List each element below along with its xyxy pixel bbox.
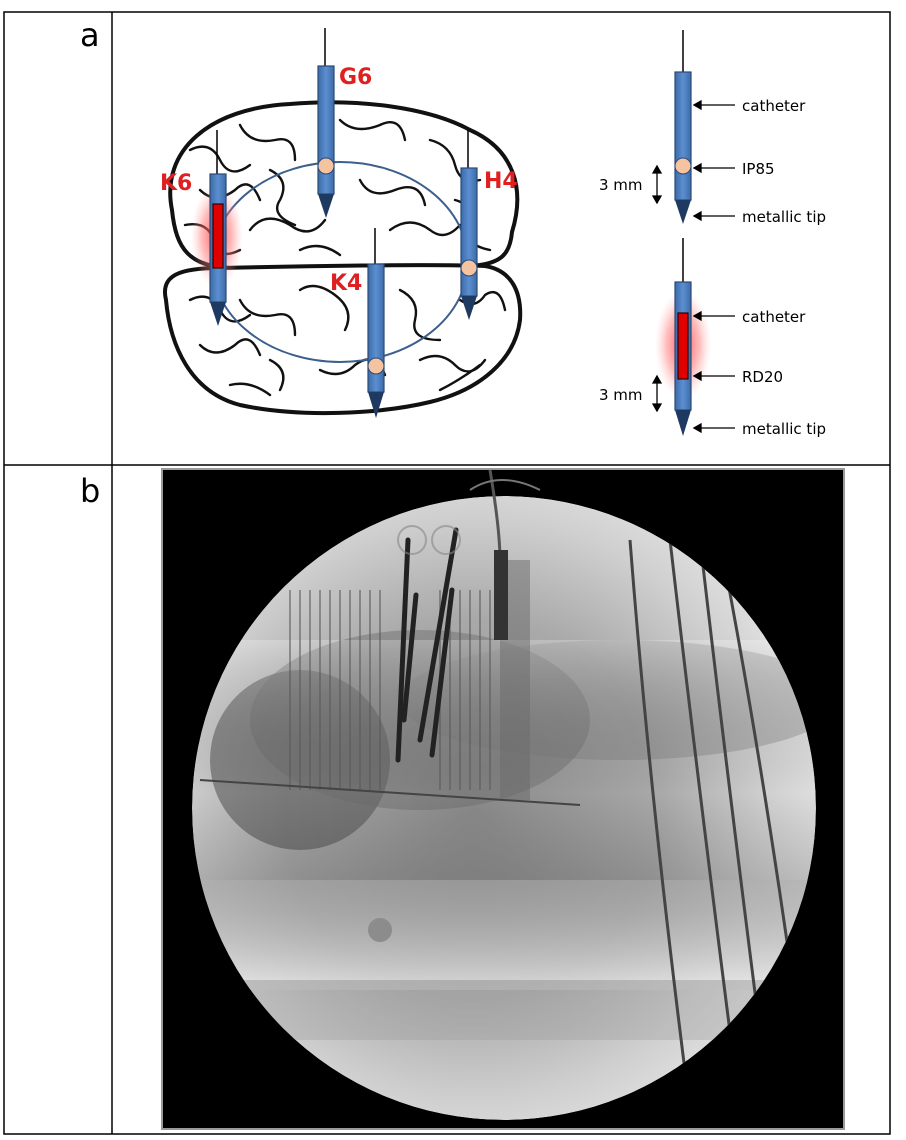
electrode-k6 (191, 130, 243, 326)
panel-label-b: b (80, 472, 100, 510)
electrode-h4 (460, 130, 478, 320)
brain-illustration (162, 100, 523, 416)
electrode-k4 (367, 228, 385, 418)
legend-ip85-electrode (674, 30, 692, 224)
legend-rd20-catheter: catheter (742, 308, 806, 326)
legend-rd20-distance: 3 mm (599, 386, 643, 404)
electrode-label-h4: H4 (484, 169, 518, 194)
electrode-label-k4: K4 (330, 271, 362, 296)
legend-rd20-electrode (655, 238, 711, 436)
legend-ip85-sensor: IP85 (742, 160, 775, 178)
xray-image (161, 468, 845, 1130)
legend-ip85-tip: metallic tip (742, 208, 826, 226)
legend-ip85-catheter: catheter (742, 97, 806, 115)
electrode-g6 (317, 28, 335, 218)
panel-label-a: a (80, 16, 100, 54)
legend-ip85-distance: 3 mm (599, 176, 643, 194)
electrode-label-k6: K6 (160, 171, 192, 196)
table-grid (3, 11, 891, 1135)
legend-rd20-tip: metallic tip (742, 420, 826, 438)
legend-rd20-sensor: RD20 (742, 368, 783, 386)
legend-ip85-arrows (651, 99, 735, 222)
legend-rd20-arrows (651, 310, 735, 434)
electrode-label-g6: G6 (339, 65, 372, 90)
